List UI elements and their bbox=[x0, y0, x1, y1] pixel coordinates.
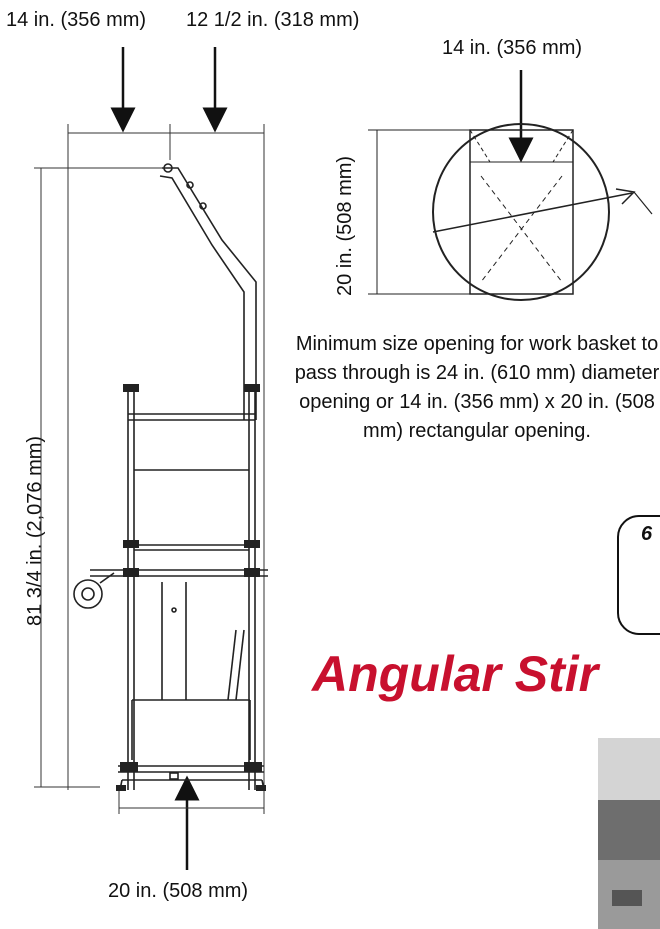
callout-arrows bbox=[110, 47, 534, 870]
work-basket-frame bbox=[73, 163, 268, 791]
top-left-dimension-label: 14 in. (356 mm) bbox=[6, 9, 147, 31]
opening-size-note: Minimum size opening for work basket to … bbox=[294, 333, 660, 442]
basket-clamps bbox=[116, 384, 266, 791]
basket-dimension-lines bbox=[34, 124, 265, 814]
section-title: Angular Stir bbox=[312, 646, 599, 702]
page-tab: 6 bbox=[617, 515, 660, 635]
top-right-dimension-label: 12 1/2 in. (318 mm) bbox=[186, 9, 360, 31]
photo-thumbnail bbox=[598, 738, 660, 929]
page-tab-number: 6 bbox=[641, 523, 653, 545]
opening-diagram bbox=[368, 123, 653, 301]
base-width-label: 20 in. (508 mm) bbox=[108, 880, 249, 902]
opening-width-label: 14 in. (356 mm) bbox=[442, 37, 583, 59]
